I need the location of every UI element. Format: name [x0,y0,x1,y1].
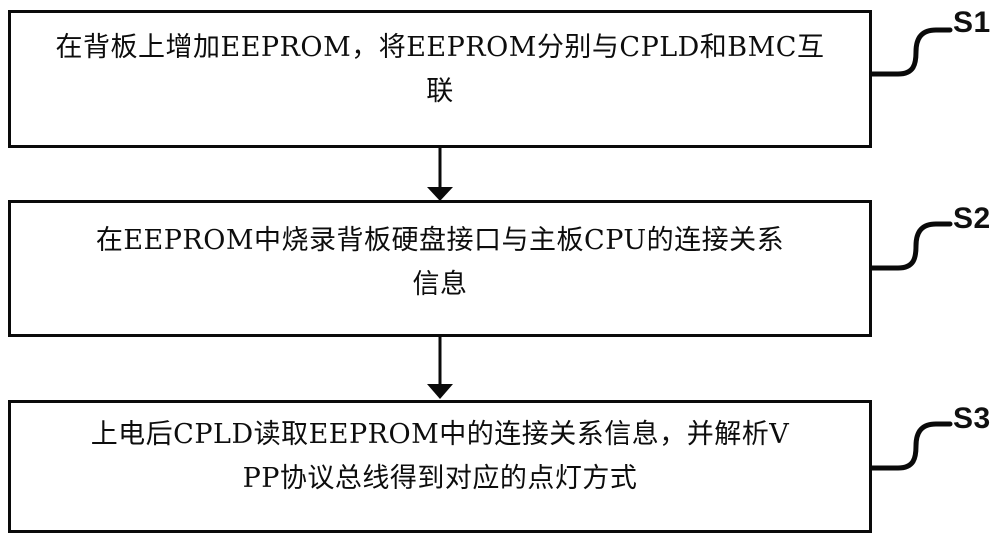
flow-step-text-s2: 在EEPROM中烧录背板硬盘接口与主板CPU的连接关系 信息 [95,225,785,300]
step-label-s3: S3 [953,402,991,435]
arrow-s2-to-s3 [427,337,453,399]
flow-step-text-s3: 上电后CPLD读取EEPROM中的连接关系信息，并解析V PP协议总线得到对应的… [90,419,790,494]
flow-step-box-s3: 上电后CPLD读取EEPROM中的连接关系信息，并解析V PP协议总线得到对应的… [8,400,872,533]
leader-line-s2 [869,221,953,271]
flow-step-box-s2: 在EEPROM中烧录背板硬盘接口与主板CPU的连接关系 信息 [8,200,872,337]
flow-step-box-s1: 在背板上增加EEPROM，将EEPROM分别与CPLD和BMC互 联 [8,10,872,148]
leader-line-s3 [869,421,953,471]
arrow-s1-to-s2 [427,148,453,201]
flow-step-text-s1: 在背板上增加EEPROM，将EEPROM分别与CPLD和BMC互 联 [55,32,825,107]
step-label-s1: S1 [953,6,991,39]
leader-line-s1 [869,27,953,77]
step-label-s2: S2 [953,202,991,235]
